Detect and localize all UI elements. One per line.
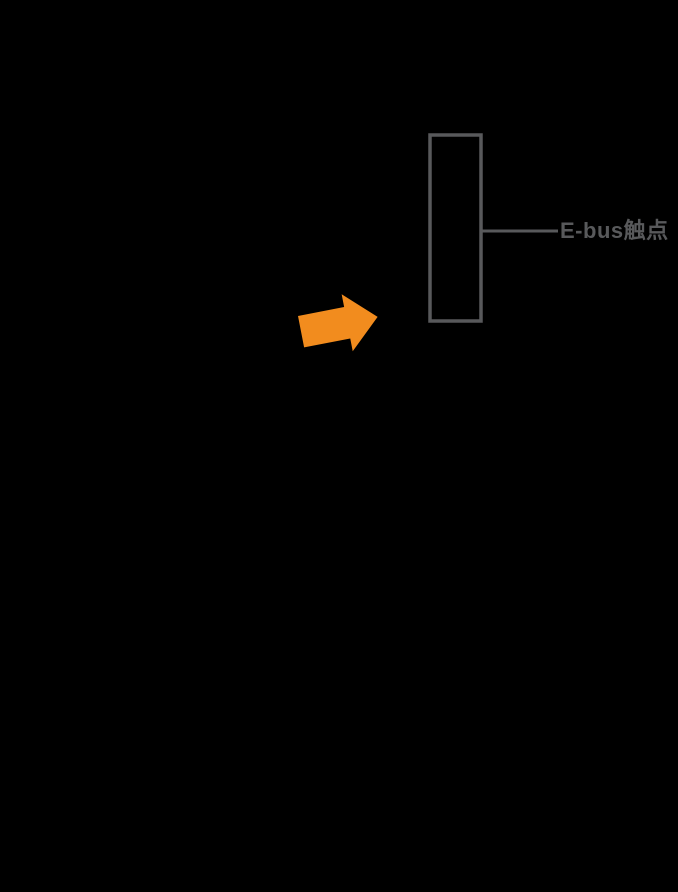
ebus-contact-rectangle: [428, 133, 483, 323]
highlight-arrow-icon: [298, 294, 378, 352]
ebus-contact-label: E-bus触点: [560, 218, 669, 243]
